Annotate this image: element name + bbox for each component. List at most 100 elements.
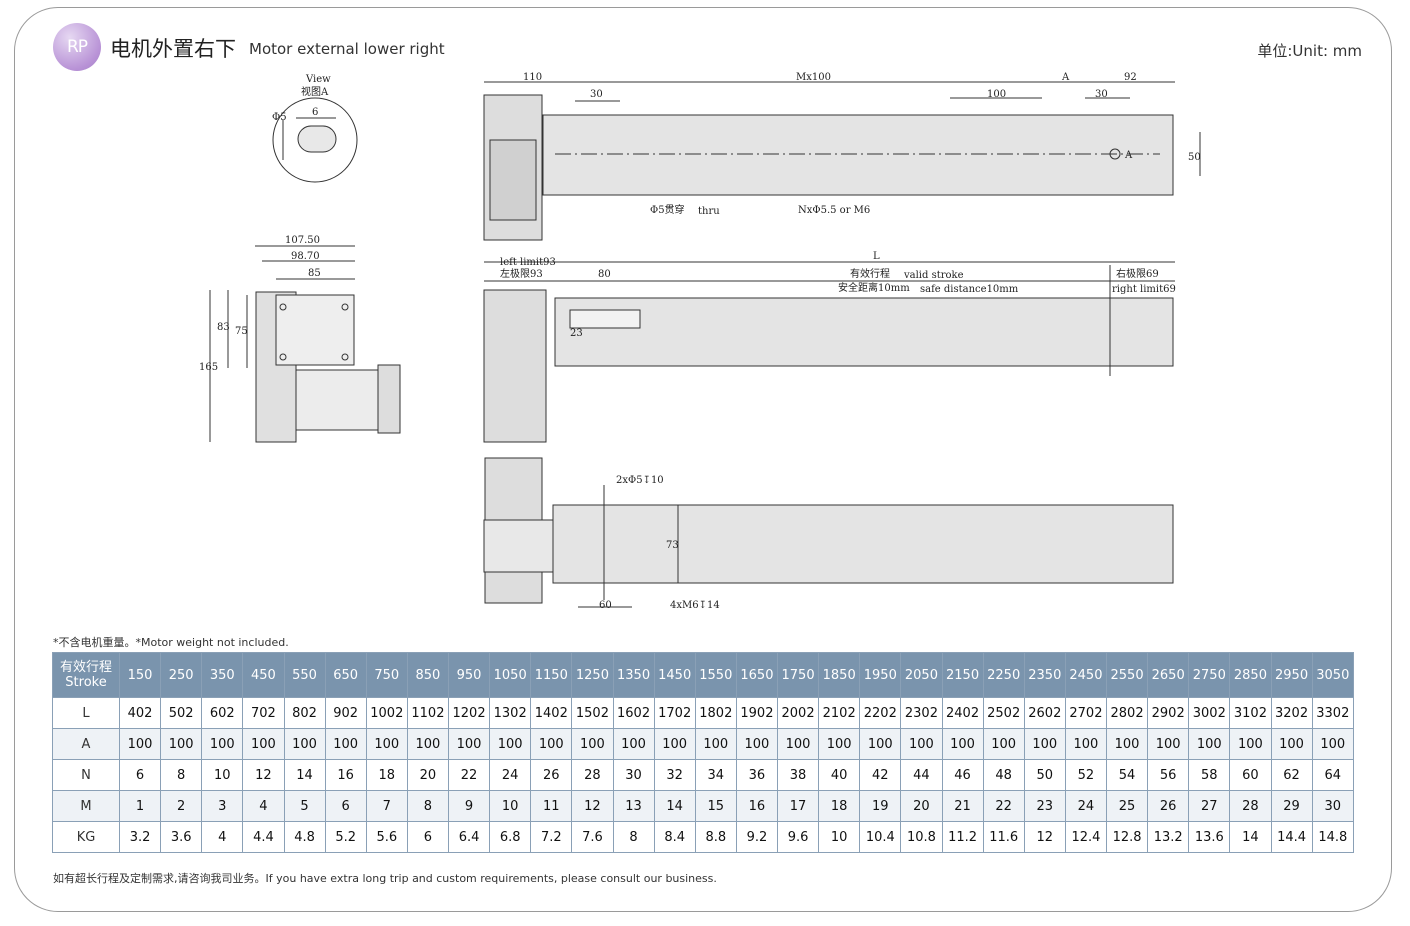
table-cell: 1502 <box>571 697 614 729</box>
table-cell: 15 <box>694 790 737 822</box>
table-cell: 7 <box>365 790 408 822</box>
table-cell: 30 <box>1311 790 1355 822</box>
table-cell: 18 <box>365 759 408 791</box>
table-cell: 100 <box>1270 728 1313 760</box>
right-limit-en: right limit69 <box>1112 284 1176 295</box>
dim-85: 85 <box>308 268 321 279</box>
table-cell: 100 <box>201 728 244 760</box>
bottom-view <box>483 457 1174 608</box>
table-cell: 100 <box>694 728 737 760</box>
stroke-header-value: 150 <box>118 652 162 698</box>
table-cell: 13.2 <box>1147 821 1190 853</box>
table-cell: 54 <box>1105 759 1149 791</box>
table-cell: 58 <box>1188 759 1231 791</box>
table-cell: 4.4 <box>242 821 285 853</box>
dim-107: 107.50 <box>285 235 320 246</box>
dim-60: 60 <box>599 600 612 611</box>
stroke-header-value: 2950 <box>1270 652 1313 698</box>
dim-73: 73 <box>666 540 679 551</box>
table-cell: 9.6 <box>776 821 820 853</box>
table-cell: 100 <box>1064 728 1108 760</box>
table-cell: 1002 <box>365 697 408 729</box>
table-cell: 4 <box>201 821 244 853</box>
table-cell: 40 <box>818 759 861 791</box>
stroke-header-value: 1450 <box>653 652 696 698</box>
stroke-header-value: 2350 <box>1023 652 1066 698</box>
dim-30-right: 30 <box>1095 89 1108 100</box>
table-cell: 26 <box>530 759 573 791</box>
table-cell: 2302 <box>900 697 943 729</box>
view-label: View <box>305 74 331 85</box>
row-label: M <box>52 790 120 822</box>
table-cell: 13 <box>612 790 655 822</box>
stroke-zh: 有效行程 <box>850 267 890 280</box>
stroke-header-value: 1950 <box>859 652 902 698</box>
table-cell: 2902 <box>1147 697 1190 729</box>
stroke-header-value: 1850 <box>818 652 861 698</box>
dim-mx100: Mx100 <box>796 72 831 83</box>
table-cell: 100 <box>612 728 655 760</box>
table-cell: 64 <box>1311 759 1355 791</box>
dim-110: 110 <box>523 72 542 83</box>
series-badge: RP <box>53 23 101 71</box>
stroke-header-value: 2250 <box>982 652 1025 698</box>
table-cell: 14.8 <box>1311 821 1355 853</box>
table-cell: 100 <box>941 728 984 760</box>
table-cell: 28 <box>571 759 614 791</box>
table-cell: 100 <box>571 728 614 760</box>
row-label: A <box>52 728 120 760</box>
stroke-header-value: 1550 <box>694 652 737 698</box>
table-cell: 14.4 <box>1270 821 1313 853</box>
table-cell: 52 <box>1064 759 1108 791</box>
table-cell: 100 <box>242 728 285 760</box>
table-cell: 2702 <box>1064 697 1108 729</box>
table-cell: 100 <box>735 728 779 760</box>
table-cell: 502 <box>160 697 203 729</box>
table-cell: 21 <box>941 790 984 822</box>
page-title-zh: 电机外置右下 <box>110 37 236 61</box>
stroke-header-value: 1350 <box>612 652 655 698</box>
stroke-header-value: 2150 <box>941 652 984 698</box>
table-cell: 1402 <box>530 697 573 729</box>
table-cell: 10.8 <box>900 821 943 853</box>
stroke-header-en: Stroke <box>65 675 107 690</box>
table-cell: 8.8 <box>694 821 737 853</box>
table-cell: 13.6 <box>1188 821 1231 853</box>
top-view <box>483 81 1201 241</box>
table-cell: 8 <box>160 759 203 791</box>
safe-zh: 安全距离10mm <box>838 281 910 294</box>
table-cell: 100 <box>653 728 696 760</box>
front-view <box>483 261 1175 443</box>
table-cell: 28 <box>1229 790 1272 822</box>
dim-92: 92 <box>1124 72 1137 83</box>
table-cell: 22 <box>982 790 1025 822</box>
table-cell: 2402 <box>941 697 984 729</box>
table-cell: 1602 <box>612 697 655 729</box>
stroke-header-value: 350 <box>201 652 244 698</box>
table-cell: 16 <box>735 790 779 822</box>
stroke-header-value: 250 <box>160 652 203 698</box>
table-cell: 12 <box>1023 821 1066 853</box>
m6-label: 4xM6↧14 <box>670 600 720 611</box>
table-cell: 3.2 <box>118 821 162 853</box>
table-cell: 3.6 <box>160 821 203 853</box>
stroke-header-value: 1150 <box>530 652 573 698</box>
table-cell: 8 <box>612 821 655 853</box>
thru-label: thru <box>698 206 720 217</box>
table-cell: 1302 <box>489 697 532 729</box>
view-a-label: 视图A <box>301 85 329 98</box>
table-cell: 38 <box>776 759 820 791</box>
dim-83: 83 <box>217 322 230 333</box>
table-cell: 9.2 <box>735 821 779 853</box>
table-cell: 12 <box>242 759 285 791</box>
stroke-header-zh: 有效行程 <box>59 660 112 675</box>
table-cell: 6.8 <box>489 821 532 853</box>
stroke-header-value: 750 <box>365 652 408 698</box>
table-cell: 9 <box>447 790 491 822</box>
stroke-header-value: 1750 <box>776 652 820 698</box>
table-cell: 42 <box>859 759 902 791</box>
